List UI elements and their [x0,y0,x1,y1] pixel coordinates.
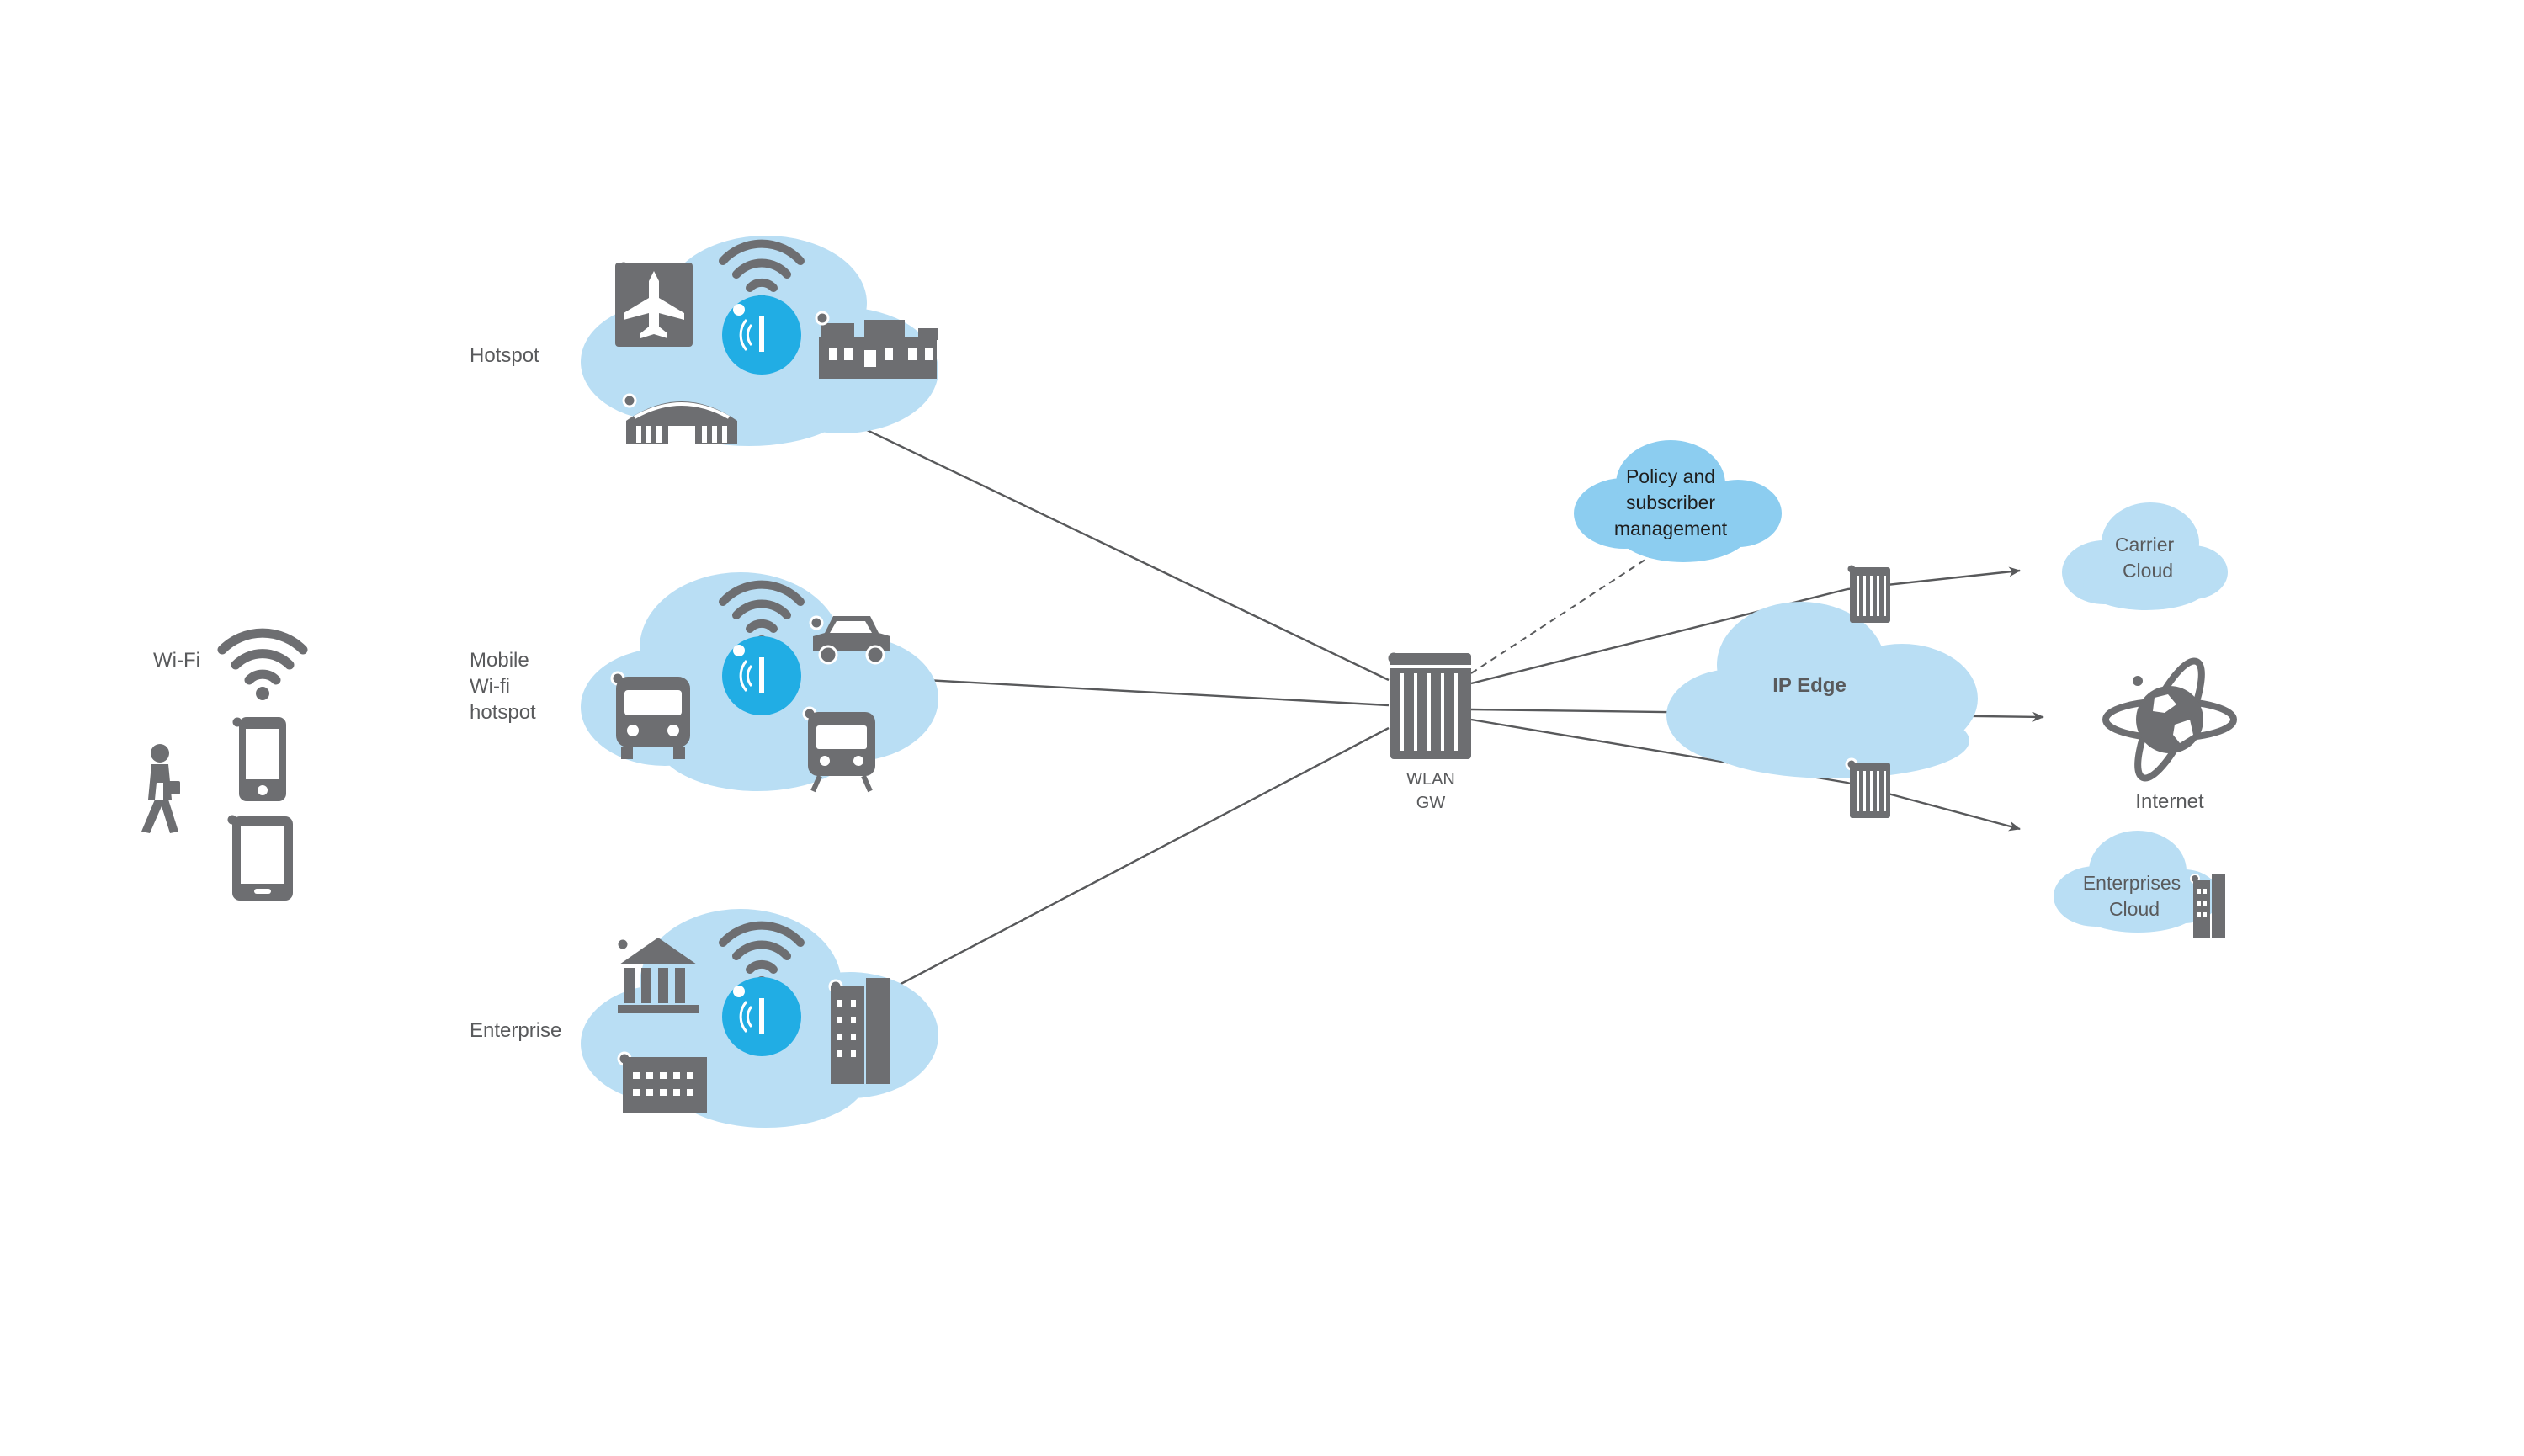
gateway-label-line-1: WLAN [1406,770,1455,789]
smartphone-icon [230,715,286,801]
mobile-access-point-icon [722,636,801,715]
globe-icon [2102,657,2237,782]
link-gateway-to-carrier-cloud [1470,566,2021,685]
mobile-label-line-3: hotspot [470,701,536,724]
enterprises-cloud-node: Enterprises Cloud [2054,831,2225,938]
tram-icon [802,706,875,793]
policy-cloud [1574,440,1782,562]
bank-icon [615,937,699,1013]
carrier-cloud-label-line-2: Cloud [2123,560,2173,582]
car-icon [809,615,890,665]
office-building-icon [617,1051,707,1113]
policy-label-line-1: Policy and [1626,465,1715,487]
enterprise-label: Enterprise [470,1019,561,1042]
mobile-label-line-2: Wi-fi [470,675,510,698]
carrier-cloud-node: Carrier Cloud [2062,502,2228,610]
wifi-icon [217,628,308,700]
ip-edge-label: IP Edge [1772,674,1847,697]
ip-edge-cloud [1666,602,1978,778]
airport-icon [615,259,693,347]
edge-router-lower-icon [1845,757,1890,818]
stadium-icon [622,393,737,444]
hotspot-access-point-icon [722,295,801,375]
office-towers-icon [828,978,890,1084]
internet-node: Internet [2102,657,2237,813]
wifi-label: Wi-Fi [153,649,200,672]
link-gateway-to-policy [1470,550,1659,674]
town-buildings-icon [815,311,938,379]
mobile-hotspot-network: Mobile Wi-fi hotspot [470,572,938,793]
policy-label-line-2: subscriber [1626,492,1715,513]
hotspot-network: Hotspot [470,236,938,446]
link-mobile-to-gateway [925,678,1390,707]
enterprises-cloud-label-line-1: Enterprises [2083,872,2181,894]
policy-management-node: Policy and subscriber management [1574,440,1782,562]
walking-person-icon [141,744,180,833]
enterprise-access-point-icon [722,977,801,1056]
mobile-label-line-1: Mobile [470,649,529,672]
gateway-label-line-2: GW [1416,794,1446,812]
tablet-icon [225,812,293,901]
carrier-cloud-label-line-1: Carrier [2115,534,2175,555]
carrier-cloud [2062,502,2228,610]
wlan-gateway-node: WLAN GW [1385,650,1471,812]
enterprise-network: Enterprise [470,909,938,1128]
hotspot-label: Hotspot [470,344,539,367]
bus-icon [610,671,690,759]
link-enterprise-to-gateway [874,726,1390,999]
wlan-gateway-icon [1385,650,1471,759]
internet-label: Internet [2135,790,2204,813]
policy-label-line-3: management [1614,518,1728,539]
user-devices-group: Wi-Fi [141,628,308,901]
link-gateway-to-enterprises-cloud [1470,718,2021,832]
enterprises-cloud [2054,831,2219,933]
link-hotspot-to-gateway [824,408,1390,682]
enterprises-cloud-label-line-2: Cloud [2109,898,2160,920]
enterprise-tower-icon [2190,874,2225,938]
edge-router-upper-icon [1845,562,1890,623]
ip-edge-node: IP Edge [1666,602,1978,778]
